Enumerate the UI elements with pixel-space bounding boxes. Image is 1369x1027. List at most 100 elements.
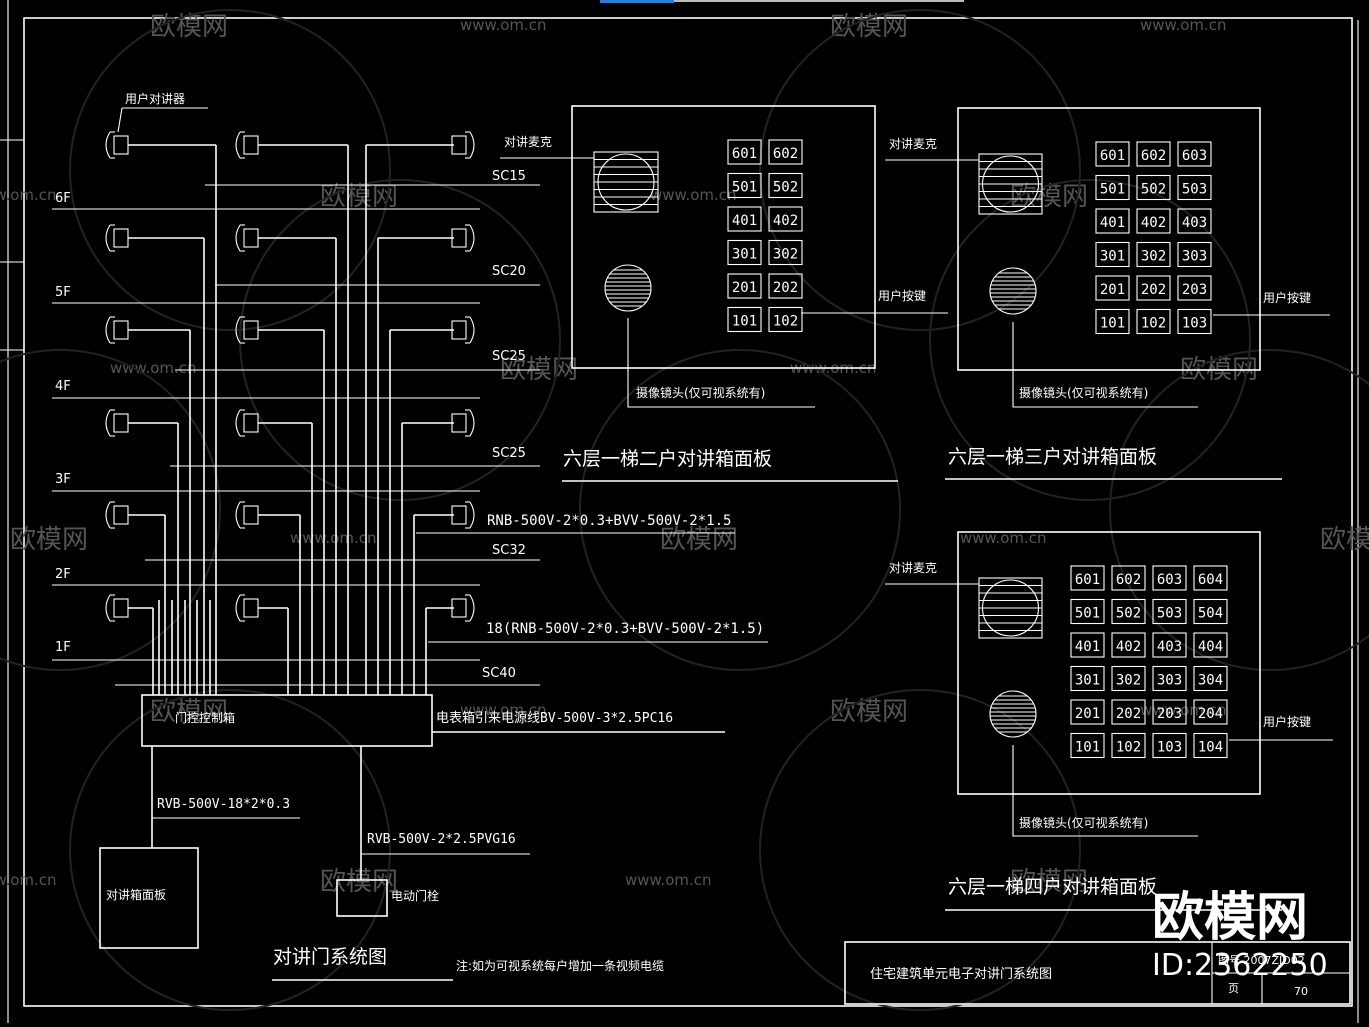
camera-lens-icon <box>989 267 1037 315</box>
apartment-button <box>1136 208 1171 234</box>
drawing-number: 图号 2007ZJD02 <box>1218 954 1305 967</box>
handset-icon <box>235 131 259 159</box>
apartment-button-label: 102 <box>773 314 798 330</box>
panel-title: 六层一梯四户对讲箱面板 <box>948 876 1157 898</box>
watermark-url-text: www.om.cn <box>290 529 377 547</box>
apartment-button <box>1177 308 1212 335</box>
label-leader <box>117 107 123 133</box>
watermark-brand-text: 欧模网 <box>1320 525 1369 555</box>
watermark-brand-text: 欧模网 <box>150 12 228 42</box>
apartment-button <box>768 172 803 199</box>
watermark-url-text: www.om.cn <box>460 701 547 719</box>
mic-label: 对讲麦克 <box>889 560 937 575</box>
apartment-button-label: 302 <box>1116 673 1141 689</box>
watermark-arc <box>579 349 901 671</box>
conduit-label: SC32 <box>492 543 526 558</box>
watermark-arc <box>69 9 391 331</box>
riser-diagram: 用户对讲器6F5F4F3F2F1FSC15SC20SC25SC25SC32SC4… <box>52 91 768 981</box>
handset-curve <box>469 501 475 529</box>
conduit-label: SC15 <box>492 169 526 184</box>
handset-body <box>113 413 129 433</box>
watermark-url-text: www.om.cn <box>110 359 197 377</box>
door-controller-label: 门控控制箱 <box>175 710 235 725</box>
apartment-button <box>1152 598 1187 625</box>
conduit-label: SC25 <box>492 349 526 364</box>
title-block: 住宅建筑单元电子对讲门系统图 图号 2007ZJD02 页 70 <box>844 941 1351 1005</box>
apartment-button-label: 201 <box>1075 706 1100 722</box>
power-feed-label: 电表箱引来电源线BV-500V-3*2.5PC16 <box>436 710 673 726</box>
handset-curve <box>469 224 475 252</box>
drawing-title: 住宅建筑单元电子对讲门系统图 <box>870 966 1052 982</box>
handset-body <box>451 135 467 155</box>
door-controller-box <box>141 694 433 747</box>
apartment-button-label: 203 <box>1157 706 1182 722</box>
watermark-brand-text: 欧模网 <box>830 697 908 727</box>
user-button-label: 用户按键 <box>1263 290 1311 305</box>
apartment-button-label: 101 <box>1100 316 1125 332</box>
apartment-button-label: 301 <box>1100 249 1125 265</box>
apartment-button <box>1193 732 1228 759</box>
apartment-button-label: 302 <box>1141 249 1166 265</box>
apartment-button <box>1193 632 1228 658</box>
apartment-button <box>1070 665 1105 692</box>
handset-curve <box>235 131 241 159</box>
watermark-arc <box>239 179 561 501</box>
watermark-arc <box>759 689 1081 1011</box>
apartment-button <box>1095 141 1130 167</box>
cable-to-panel-label: RVB-500V-18*2*0.3 <box>157 797 290 812</box>
apartment-button-label: 102 <box>1116 740 1141 756</box>
panel-frame <box>957 531 1261 795</box>
panel-title: 六层一梯三户对讲箱面板 <box>948 446 1157 468</box>
apartment-button-label: 601 <box>732 146 757 162</box>
handset-body <box>451 320 467 340</box>
apartment-button-label: 402 <box>1141 215 1166 231</box>
apartment-button-label: 201 <box>732 280 757 296</box>
apartment-button <box>1095 241 1130 268</box>
apartment-button <box>1152 665 1187 692</box>
conduit-label: SC20 <box>492 264 526 279</box>
handset-icon <box>451 409 475 437</box>
mic-label: 对讲麦克 <box>889 136 937 151</box>
camera-leader <box>1012 322 1198 408</box>
handset-body <box>451 505 467 525</box>
camera-label: 摄像镜头(仅可视系统有) <box>636 385 765 400</box>
floor-label-1f: 1F <box>55 640 71 655</box>
handset-body <box>243 413 259 433</box>
handset-body <box>243 135 259 155</box>
apartment-button <box>1177 141 1212 167</box>
handset-curve <box>235 501 241 529</box>
camera-lens-icon <box>604 264 652 312</box>
apartment-button-label: 601 <box>1075 572 1100 588</box>
apartment-button-label: 202 <box>1116 706 1141 722</box>
watermark-brand-text: 欧模网 <box>10 525 88 555</box>
handset-body <box>243 228 259 248</box>
apartment-button-label: 303 <box>1157 673 1182 689</box>
watermark-arc <box>69 689 391 1011</box>
apartment-button-label: 402 <box>1116 639 1141 655</box>
handset-body <box>113 228 129 248</box>
riser-note: 注:如为可视系统每户增加一条视频电缆 <box>456 958 664 973</box>
floor-label-5f: 5F <box>55 285 71 300</box>
apartment-button-label: 604 <box>1198 572 1223 588</box>
apartment-button-label: 202 <box>1141 282 1166 298</box>
watermark-arc <box>0 349 221 671</box>
handset-icon <box>235 224 259 252</box>
apartment-button <box>1136 141 1171 167</box>
apartment-button-label: 502 <box>1141 182 1166 198</box>
handset-body <box>451 598 467 618</box>
handset-curve <box>235 316 241 344</box>
apartment-button <box>1111 598 1146 625</box>
brand-watermark: 欧模网 <box>1152 888 1308 948</box>
watermark-arc <box>1109 349 1369 671</box>
apartment-button <box>768 239 803 266</box>
apartment-button <box>1193 598 1228 625</box>
handset-body <box>451 413 467 433</box>
user-button-label: 用户按键 <box>1263 714 1311 729</box>
apartment-button-label: 101 <box>1075 740 1100 756</box>
apartment-button <box>1136 275 1171 301</box>
apartment-button-label: 301 <box>732 247 757 263</box>
page-label: 页 <box>1228 982 1239 995</box>
apartment-button-label: 502 <box>1116 606 1141 622</box>
apartment-button <box>727 206 762 232</box>
